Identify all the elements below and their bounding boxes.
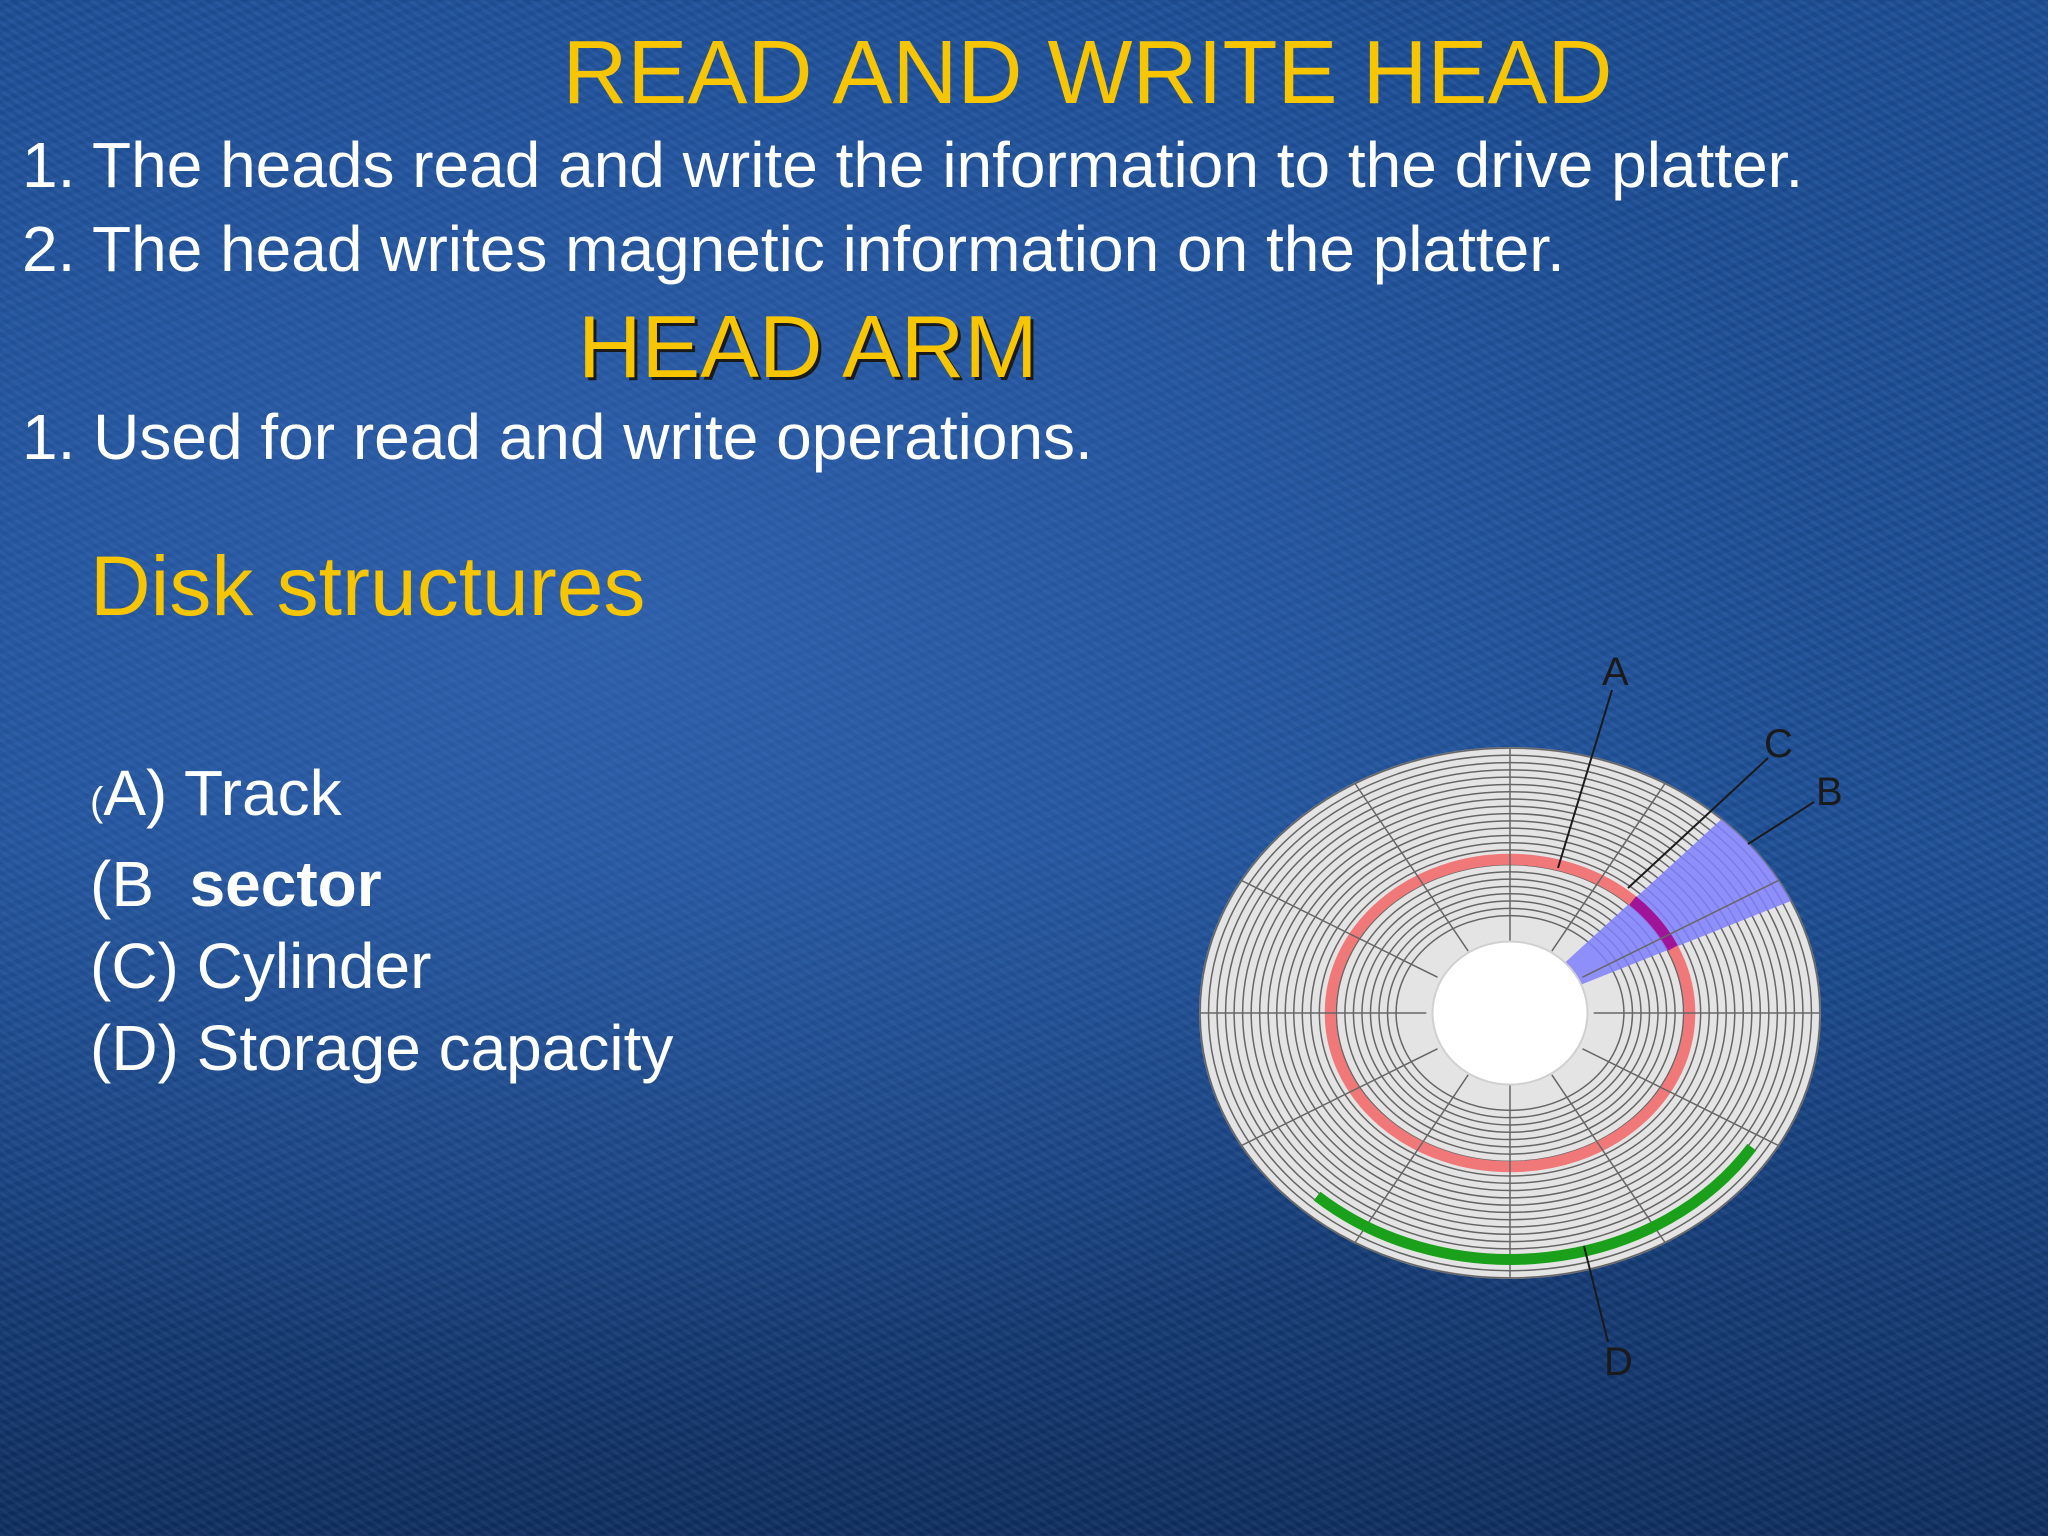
label-c: C [1764,722,1793,766]
label-a: A [1602,650,1629,694]
leader-line-b [1747,801,1815,845]
disk-structures-heading: Disk structures [90,539,646,633]
sector-divider [1241,1048,1438,1147]
leader-line-c [1627,757,1769,889]
label-b: B [1816,770,1843,814]
leader-line-a [1557,689,1613,869]
list-item-cylinder: (C) Cylinder [90,930,432,1002]
capacity-arc [1313,1143,1757,1265]
list-item-sector-prefix: (B [90,848,190,920]
head-arm-point-1: 1. Used for read and write operations. [22,401,1093,473]
list-item-sector-text: sector [189,848,382,920]
sector-divider [1551,1074,1666,1243]
leader-line-d [1583,1245,1609,1343]
center-hole [1431,940,1589,1086]
read-write-point-2: 2. The head writes magnetic information … [22,213,1565,285]
sector-divider [1354,1074,1469,1243]
list-item-track-text: A) Track [103,757,342,829]
read-write-point-1: 1. The heads read and write the informat… [22,129,1804,201]
label-d: D [1604,1340,1633,1384]
sector-divider [1582,879,1779,978]
slide-title-read-write-head: READ AND WRITE HEAD [562,23,1613,123]
slide-title-head-arm: HEAD ARM [578,297,1038,396]
list-item-sector: (B sector [90,843,673,925]
sector-divider [1551,783,1666,952]
list-item-storage-capacity: (D) Storage capacity [90,1012,674,1084]
list-item-track-paren: ( [90,780,104,824]
cylinder-segment [1629,896,1678,951]
disk-platter [1199,747,1821,1279]
sector-divider [1241,879,1438,978]
sector-divider [1354,783,1469,952]
list-item-track: (A) Track [90,752,673,843]
sector-divider [1582,1048,1779,1147]
structure-list: (A) Track (B sector (C) Cylinder (D) Sto… [90,752,673,1089]
